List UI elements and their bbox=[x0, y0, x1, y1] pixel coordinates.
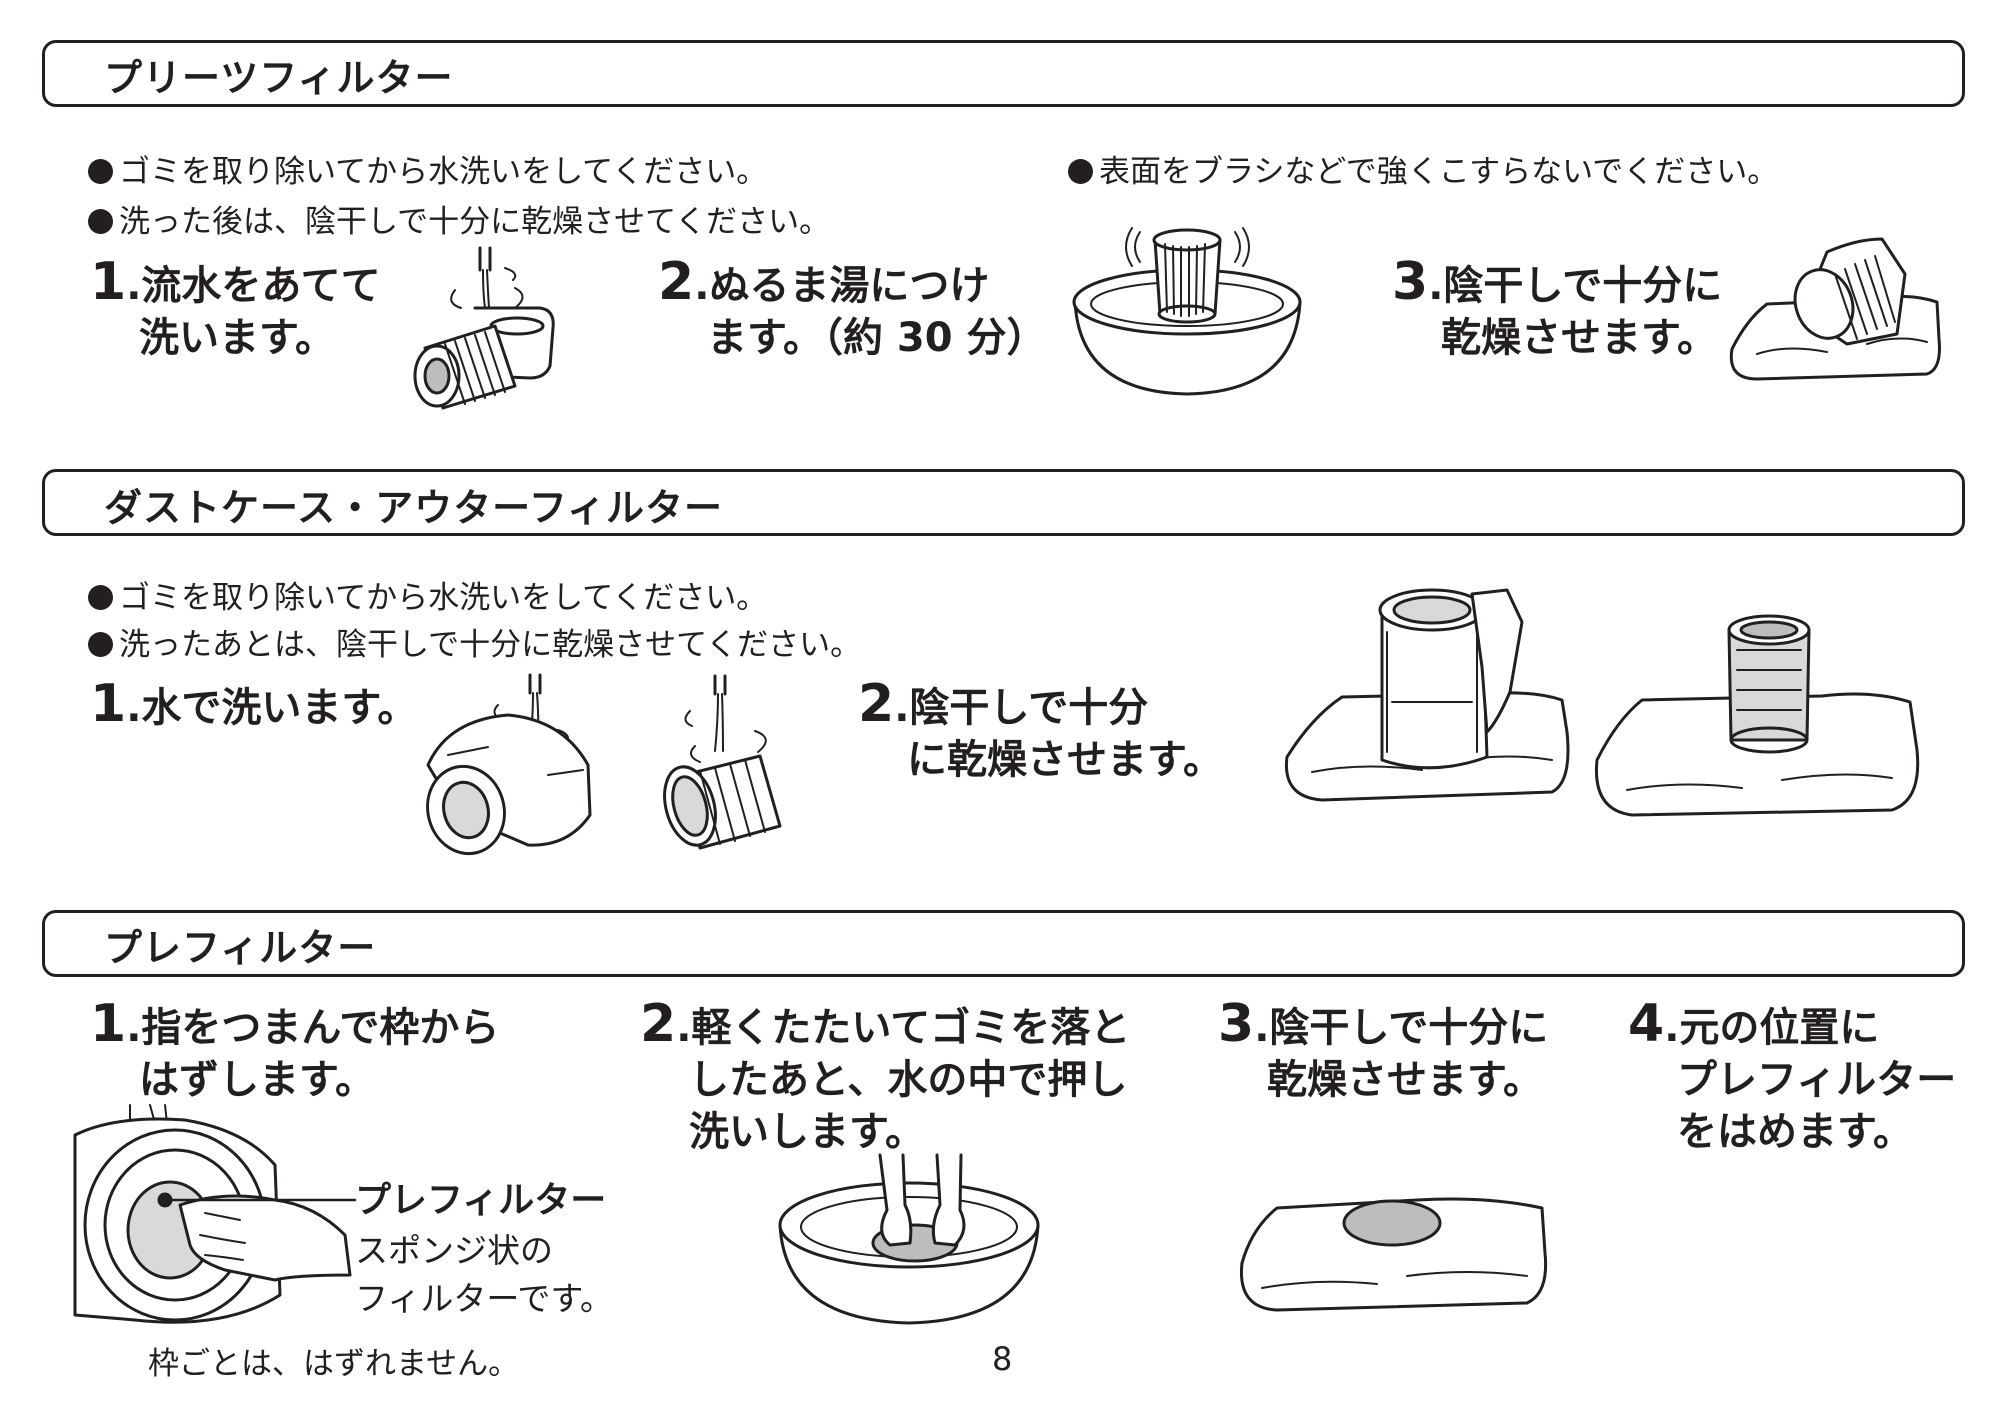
step-prefilter-3: 3.陰干しで十分に 乾燥させます。 bbox=[1218, 994, 1549, 1103]
prefilter-callout-desc-2: フィルターです。 bbox=[355, 1279, 614, 1318]
cloth-icon bbox=[1594, 692, 1920, 817]
step-pleats-3: 3.陰干しで十分に 乾燥させます。 bbox=[1392, 252, 1723, 361]
outer-filter-icon bbox=[1727, 614, 1811, 754]
step-prefilter-1: 1.指をつまんで枠から はずします。 bbox=[90, 994, 500, 1103]
hand-icon bbox=[178, 1194, 352, 1282]
step-pleats-1: 1.流水をあてて 洗います。 bbox=[90, 252, 381, 361]
dust-case-icon bbox=[426, 713, 592, 856]
page-number: 8 bbox=[992, 1340, 1013, 1378]
prefilter-callout-label: プレフィルター bbox=[355, 1180, 607, 1221]
hand-icon bbox=[878, 1153, 966, 1247]
bullet-pleats-3: 表面をブラシなどで強くこすらないでください。 bbox=[1068, 146, 1778, 191]
bullet-dot-icon bbox=[88, 632, 113, 657]
prefilter-footnote: 枠ごとは、はずれません。 bbox=[148, 1346, 520, 1382]
section-header-pleats bbox=[42, 40, 1965, 107]
prefilter-callout-desc-1: スポンジ状の bbox=[355, 1231, 553, 1270]
section-title-pleats: プリーツフィルター bbox=[104, 56, 454, 100]
pleats-filter-icon bbox=[1793, 237, 1907, 346]
bullet-pleats-1: ゴミを取り除いてから水洗いをしてください。 bbox=[88, 146, 767, 191]
dust-case-icon bbox=[1378, 588, 1524, 770]
prefilter-dry-illustration bbox=[1239, 1197, 1548, 1312]
outer-filter-icon bbox=[663, 754, 782, 850]
dust-case-dry-illustration bbox=[1284, 588, 1570, 802]
step-prefilter-4: 4.元の位置に プレフィルター をはめます。 bbox=[1628, 994, 1957, 1155]
bullet-pleats-2: 洗った後は、陰干しで十分に乾燥させてください。 bbox=[88, 196, 830, 241]
pleats-filter-soak-illustration bbox=[1072, 227, 1302, 396]
bullet-dot-icon bbox=[1068, 159, 1093, 184]
step-prefilter-2: 2.軽くたたいてゴミを落と したあと、水の中で押し 洗いします。 bbox=[640, 994, 1131, 1155]
section-title-dustcase: ダストケース・アウターフィルター bbox=[104, 486, 724, 530]
outer-filter-dry-illustration bbox=[1594, 614, 1920, 817]
pleats-filter-icon bbox=[1152, 228, 1222, 324]
bullet-dot-icon bbox=[88, 585, 113, 610]
prefilter-wash-illustration bbox=[778, 1153, 1040, 1325]
step-dustcase-1: 1.水で洗います。 bbox=[90, 674, 418, 734]
bullet-dustcase-2: 洗ったあとは、陰干しで十分に乾燥させてください。 bbox=[88, 619, 861, 664]
pleats-filter-icon bbox=[413, 306, 555, 410]
pleats-filter-rinse-illustration bbox=[413, 246, 555, 410]
water-tap-icon bbox=[450, 246, 524, 309]
bullet-dot-icon bbox=[88, 209, 113, 234]
step-dustcase-2: 2.陰干しで十分 に乾燥させます。 bbox=[858, 674, 1223, 783]
bullet-dot-icon bbox=[88, 159, 113, 184]
cloth-icon bbox=[1239, 1197, 1548, 1312]
step-pleats-2: 2.ぬるま湯につけ ます。（約 30 分） bbox=[658, 252, 1047, 361]
section-title-prefilter: プレフィルター bbox=[104, 926, 377, 970]
section-header-prefilter bbox=[42, 910, 1965, 977]
dust-case-rinse-illustration bbox=[426, 673, 592, 856]
pleats-filter-dry-illustration bbox=[1729, 237, 1941, 381]
outer-filter-rinse-illustration bbox=[663, 674, 782, 850]
prefilter-sponge-icon bbox=[1342, 1199, 1442, 1247]
bullet-dustcase-1: ゴミを取り除いてから水洗いをしてください。 bbox=[88, 572, 767, 617]
section-header-dustcase bbox=[42, 469, 1965, 536]
prefilter-remove-illustration bbox=[73, 1104, 357, 1324]
